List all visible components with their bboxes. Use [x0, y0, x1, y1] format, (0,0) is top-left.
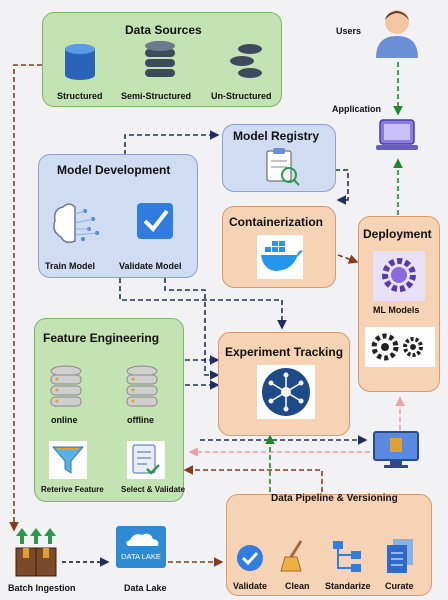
- data-lake-icon-text: DATA LAKE: [121, 552, 161, 561]
- validate-checkbox-icon: [135, 199, 177, 248]
- data-pipeline-title: Data Pipeline & Versioning: [271, 493, 398, 504]
- deployment-panel: Deployment ML Models: [358, 216, 440, 392]
- feature-engineering-panel: Feature Engineering online offline Reter…: [34, 318, 186, 502]
- model-development-panel: Model Development Train Model Validate M…: [38, 154, 198, 278]
- containerization-title: Containerization: [229, 215, 324, 229]
- brain-network-icon: [49, 199, 105, 254]
- clean-step-label: Clean: [285, 581, 310, 591]
- standarize-step-label: Standarize: [325, 581, 371, 591]
- train-model-label: Train Model: [45, 261, 96, 271]
- structured-label: Structured: [57, 91, 103, 101]
- model-development-title: Model Development: [57, 163, 171, 177]
- semi-structured-database-icon: [143, 41, 177, 90]
- application-laptop-icon: [374, 118, 420, 163]
- data-lake-label: Data Lake: [124, 583, 167, 593]
- docker-whale-icon: [257, 235, 303, 284]
- model-registry-panel: Model Registry: [222, 124, 336, 192]
- model-registry-title: Model Registry: [233, 129, 320, 143]
- ml-gear-icon: [373, 251, 425, 306]
- curate-step-label: Curate: [385, 581, 414, 591]
- feature-engineering-title: Feature Engineering: [43, 331, 160, 345]
- curate-documents-icon: [385, 537, 415, 580]
- monitor-icon: [372, 430, 422, 475]
- semi-structured-label: Semi-Structured: [121, 91, 192, 101]
- validate-step-label: Validate: [233, 581, 268, 591]
- users-label: Users: [336, 26, 362, 36]
- offline-store-icon: [123, 365, 161, 412]
- application-label: Application: [332, 104, 381, 114]
- deployment-title: Deployment: [363, 227, 432, 241]
- structured-database-icon: [63, 43, 97, 88]
- data-lake-icon: DATA LAKE: [116, 526, 166, 573]
- offline-label: offline: [127, 415, 154, 425]
- experiment-tracking-title: Experiment Tracking: [225, 345, 344, 359]
- unstructured-label: Un-Structured: [211, 91, 272, 101]
- batch-ingestion-boxes-icon: [14, 528, 60, 583]
- standardize-hierarchy-icon: [331, 539, 365, 580]
- clean-broom-icon: [279, 539, 309, 578]
- ml-models-label: ML Models: [373, 305, 420, 315]
- data-sources-panel: Data Sources Structured Semi-Structured …: [42, 12, 282, 107]
- select-validate-icon: [127, 441, 165, 484]
- data-sources-title: Data Sources: [125, 23, 202, 37]
- experiment-tracking-panel: Experiment Tracking: [218, 332, 350, 436]
- filter-funnel-icon: [49, 441, 87, 484]
- user-avatar-icon: [372, 6, 422, 63]
- retrieve-feature-label: Reterive Feature: [41, 485, 104, 494]
- select-validate-label: Select & Validate: [121, 485, 186, 494]
- registry-clipboard-icon: [261, 147, 301, 192]
- batch-ingestion-label: Batch Ingestion: [8, 583, 76, 593]
- online-label: online: [51, 415, 78, 425]
- tracking-network-icon: [257, 365, 315, 424]
- validate-model-label: Validate Model: [119, 261, 182, 271]
- online-store-icon: [47, 365, 85, 412]
- containerization-panel: Containerization: [222, 206, 336, 288]
- gears-icon: [365, 327, 435, 372]
- unstructured-database-icon: [228, 43, 264, 88]
- data-pipeline-panel: Data Pipeline & Versioning Validate Clea…: [226, 493, 432, 596]
- validate-check-icon: [235, 543, 265, 578]
